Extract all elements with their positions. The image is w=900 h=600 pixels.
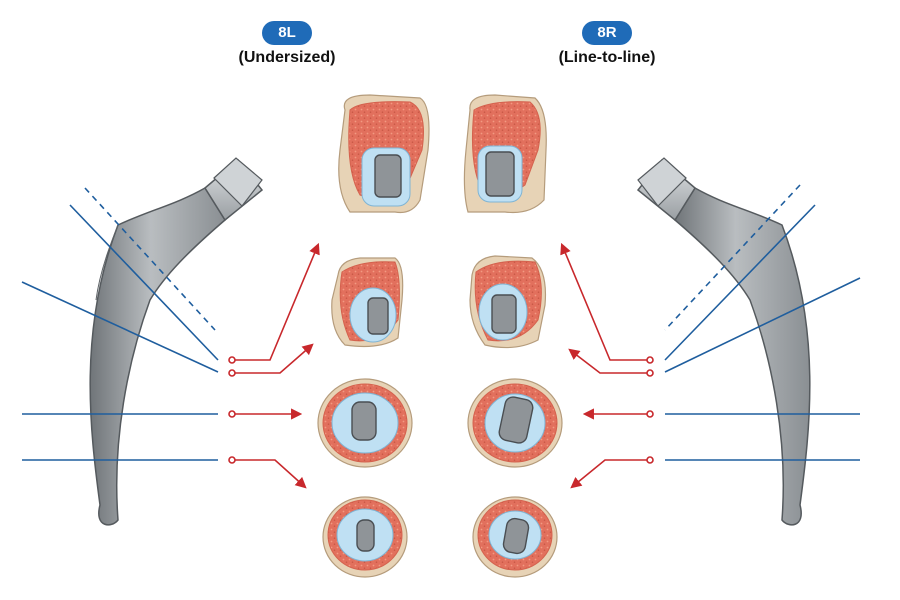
right-caption: (Line-to-line): [558, 49, 656, 66]
right-section-3: [467, 378, 563, 468]
left-arrows: [228, 242, 320, 489]
right-section-2: [469, 255, 547, 349]
left-cut-lines: [21, 187, 219, 461]
left-section-1: [338, 94, 430, 214]
right-cut-lines: [664, 184, 861, 461]
right-arrows: [560, 242, 654, 489]
right-section-1: [463, 94, 547, 214]
left-section-3: [317, 378, 413, 468]
left-badge: 8L: [262, 21, 312, 45]
right-badge: 8R: [582, 21, 632, 45]
left-caption: (Undersized): [238, 49, 336, 66]
left-section-4: [322, 496, 408, 578]
left-femoral-stem: [89, 157, 264, 526]
right-section-4: [472, 496, 558, 578]
left-section-2: [331, 257, 404, 348]
right-femoral-stem: [636, 157, 811, 526]
